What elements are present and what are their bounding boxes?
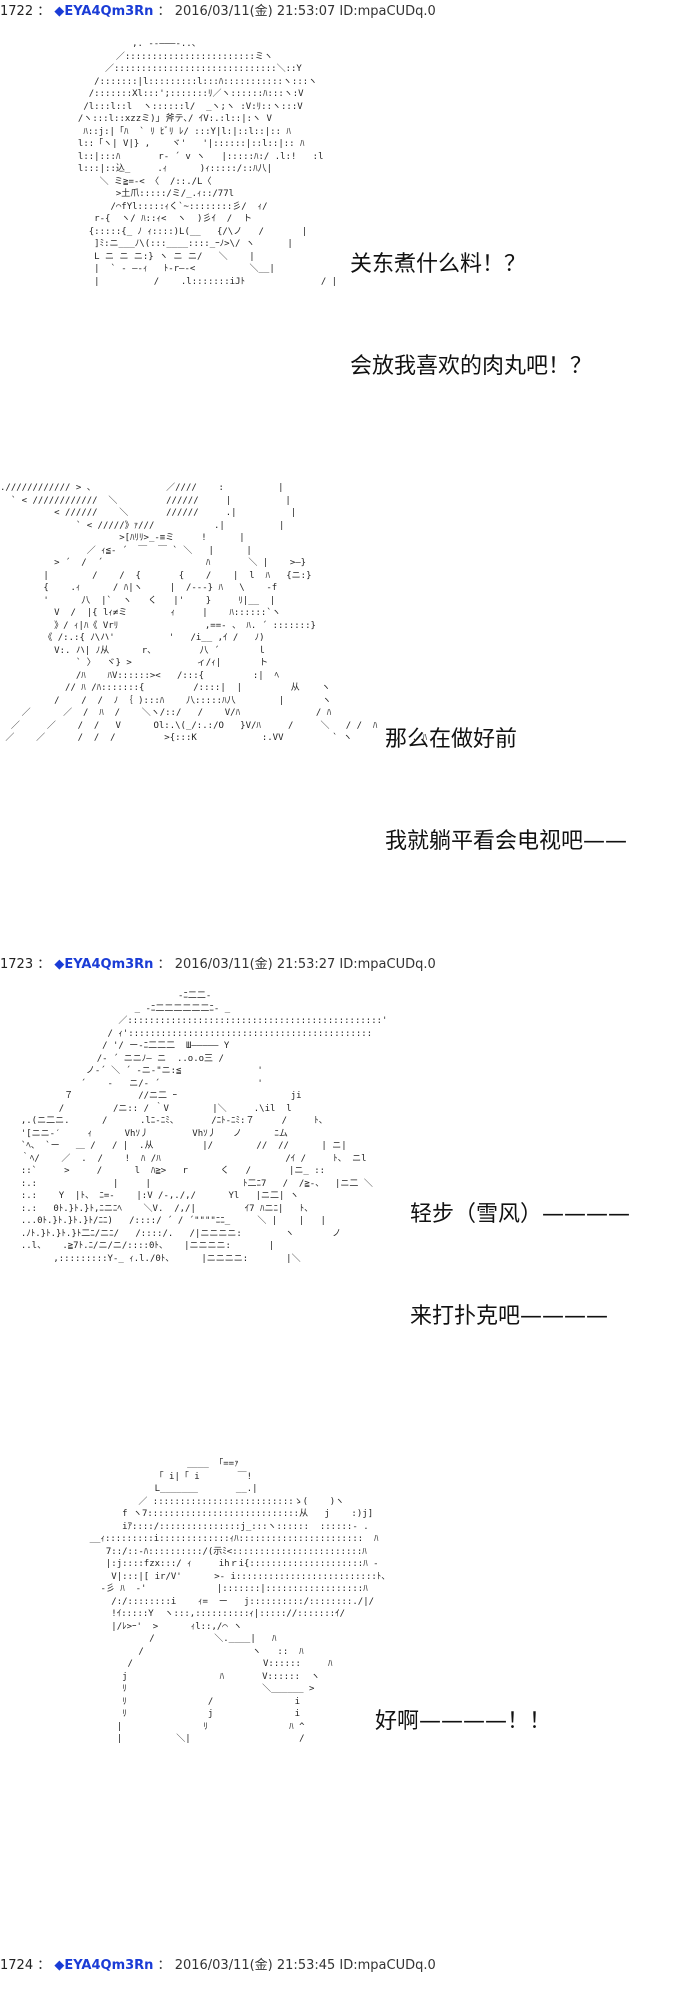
speech-line: 那么在做好前: [385, 727, 518, 752]
post-number: 1723: [0, 957, 34, 972]
speech-line: 好啊————！！: [375, 1709, 552, 1734]
ascii-art-panel-2: .//////////// > 、 ／//// : | ` < ////////…: [0, 483, 428, 743]
post-id: ID:mpaCUDq.0: [339, 957, 436, 972]
post-header-1724: 1724 ： ◆EYA4Qm3Rn ： 2016/03/11(金) 21:53:…: [0, 1958, 436, 1973]
post-number: 1724: [0, 1958, 34, 1973]
speech-line: 关东煮什么料！？: [350, 252, 527, 277]
post-id: ID:mpaCUDq.0: [339, 4, 436, 19]
post-header-1722: 1722 ： ◆EYA4Qm3Rn ： 2016/03/11(金) 21:53:…: [0, 4, 436, 19]
speech-line: 会放我喜欢的肉丸吧！？: [350, 354, 593, 379]
ascii-art-panel-3: -ﾆ二二- _ -ﾆ二二二二二二ﾆ- _ ／::::::::::::::::::…: [20, 991, 388, 1264]
post-datetime: 2016/03/11(金) 21:53:45: [174, 1958, 336, 1973]
post-datetime: 2016/03/11(金) 21:53:27: [174, 957, 336, 972]
ascii-art-panel-1: ,. -‐―――-..、 ／::::::::::::::::::::::::ミヽ…: [77, 39, 338, 287]
trip-name-link[interactable]: ◆EYA4Qm3Rn: [54, 1958, 154, 1973]
speech-panel-1: 关东煮什么料！？ 会放我喜欢的肉丸吧！？: [350, 180, 592, 418]
speech-line: 来打扑克吧————: [410, 1304, 609, 1329]
speech-panel-4: 好啊————！！: [375, 1637, 551, 1773]
post-datetime: 2016/03/11(金) 21:53:07: [174, 4, 336, 19]
speech-line: 我就躺平看会电视吧——: [385, 829, 628, 854]
post-number: 1722: [0, 4, 34, 19]
speech-panel-3: 轻步（雪风）———— 来打扑克吧————: [410, 1130, 630, 1368]
trip-name-link[interactable]: ◆EYA4Qm3Rn: [54, 957, 154, 972]
post-id: ID:mpaCUDq.0: [339, 1958, 436, 1973]
speech-line: 轻步（雪风）————: [410, 1202, 631, 1227]
post-header-1723: 1723 ： ◆EYA4Qm3Rn ： 2016/03/11(金) 21:53:…: [0, 957, 436, 972]
trip-name-link[interactable]: ◆EYA4Qm3Rn: [54, 4, 154, 19]
speech-panel-2: 那么在做好前 我就躺平看会电视吧——: [385, 655, 627, 893]
ascii-art-panel-4: ____ 「==ｧ 「 i|「 i ￣! L_______ __.| ／ :::…: [89, 1459, 391, 1744]
